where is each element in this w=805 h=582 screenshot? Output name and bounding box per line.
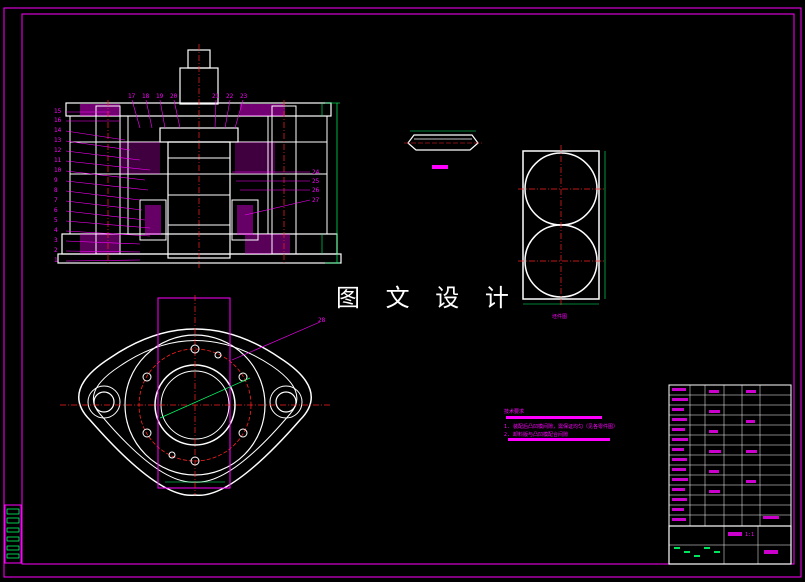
part-label: 25 (312, 178, 320, 185)
scale-label: 1:1 (745, 532, 754, 538)
watermark-text: 图 文 设 计 (336, 284, 518, 312)
inner-border (21, 13, 795, 565)
outer-border (3, 7, 802, 578)
part-label: 15 (54, 108, 62, 115)
part-label: 20 (170, 93, 178, 100)
part-label: 4 (54, 227, 58, 234)
part-label: 11 (54, 157, 62, 164)
part-label: 18 (142, 93, 150, 100)
part-label: 23 (240, 93, 248, 100)
tech-notes (506, 416, 610, 441)
margin-strip (4, 504, 22, 564)
note-line: 1. 装配后凸凹模间隙，需保证均匀（见各零件图） (504, 423, 618, 430)
blank-view-caption: 坯件图 (552, 313, 567, 320)
part-label: 2 (54, 247, 58, 254)
section-view (57, 44, 342, 268)
part-label: 16 (54, 117, 62, 124)
part-label: 17 (128, 93, 136, 100)
plan-leader-label: 28 (318, 317, 326, 324)
left-part-number-labels: 15 16 14 13 12 11 10 9 8 7 6 5 4 3 2 1 (54, 108, 62, 264)
part-label: 10 (54, 167, 62, 174)
part-view (404, 130, 482, 169)
part-label: 9 (54, 177, 58, 184)
part-label: 24 (312, 169, 320, 176)
part-label: 5 (54, 217, 58, 224)
part-label: 14 (54, 127, 62, 134)
part-label: 6 (54, 207, 58, 214)
notes-title: 技术要求 (504, 408, 524, 415)
right-part-number-labels: 24 25 26 27 (312, 169, 320, 204)
blank-view (518, 145, 606, 305)
top-part-number-labels: 17 18 19 20 21 22 23 (128, 93, 248, 100)
title-block (668, 384, 792, 565)
part-label: 1 (54, 257, 58, 264)
part-label: 26 (312, 187, 320, 194)
part-label: 27 (312, 197, 320, 204)
part-label: 13 (54, 137, 62, 144)
part-label: 21 (212, 93, 220, 100)
part-label: 19 (156, 93, 164, 100)
part-label: 8 (54, 187, 58, 194)
part-label: 12 (54, 147, 62, 154)
part-label: 7 (54, 197, 58, 204)
part-label: 22 (226, 93, 234, 100)
part-label: 3 (54, 237, 58, 244)
note-line: 2. 卸料版与凸凹模配合间隙 (504, 431, 568, 438)
plan-view (60, 295, 330, 496)
